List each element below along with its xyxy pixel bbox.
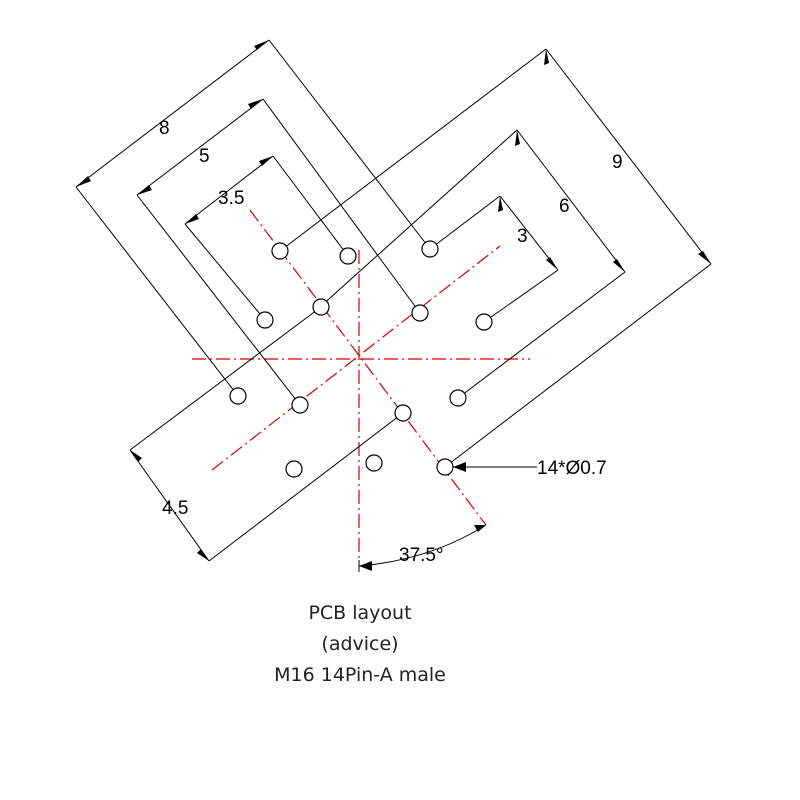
dim-label-4-5: 4.5 [162,498,188,519]
pin-hole [449,389,467,407]
pin-hole [291,396,309,414]
hole-callout-label: 14*Ø0.7 [537,458,607,479]
pin-hole [394,404,412,422]
dim-label-6: 6 [559,196,570,217]
pin-hole [256,311,274,329]
dimension-lines [75,39,712,572]
dim-label-3: 3 [517,226,528,247]
caption-subtitle: (advice) [321,633,399,655]
dim-label-5: 5 [199,146,210,167]
dim-label-8: 8 [159,118,170,139]
pin-hole [339,247,357,265]
pin-hole [436,458,454,476]
dim-label-3-5: 3.5 [218,188,244,209]
pin-hole [421,240,439,258]
pin-hole [229,387,247,405]
centerlines [192,209,530,560]
drawing-caption: PCB layout (advice) M16 14Pin-A male [200,598,520,691]
pin-hole [475,313,493,331]
caption-title: PCB layout [308,602,412,624]
dim-label-9: 9 [612,152,623,173]
dim-label-angle: 37.5° [399,545,444,566]
centerline-diagonal-steep [249,209,487,526]
pin-hole [271,242,289,260]
pin-hole [365,454,383,472]
caption-part-name: M16 14Pin-A male [274,664,446,686]
pin-holes [229,240,493,478]
pin-hole [312,298,330,316]
arrowheads [76,40,711,571]
centerline-diagonal-shallow [211,245,501,471]
pin-hole [285,460,303,478]
pin-hole [411,304,429,322]
